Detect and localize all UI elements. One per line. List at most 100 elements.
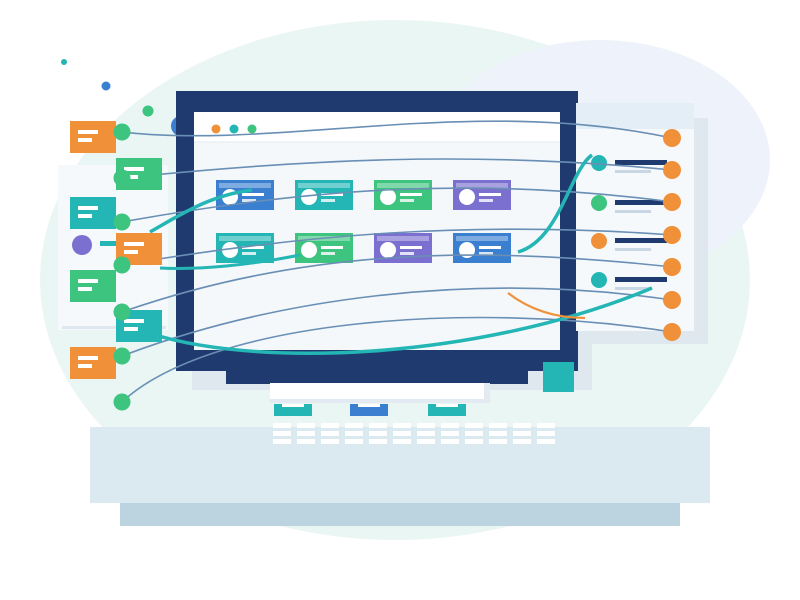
- keyboard: [273, 423, 555, 444]
- screen-card-avatar: [380, 242, 396, 258]
- right-row-bar: [615, 200, 667, 205]
- screen-card-line: [479, 252, 493, 255]
- screen-card-line: [321, 199, 335, 202]
- left-tag-line: [124, 319, 144, 323]
- keyboard-key: [513, 423, 531, 428]
- left-node: [113, 169, 131, 187]
- left-tag-line: [78, 279, 98, 283]
- right-node: [663, 129, 681, 147]
- right-node: [663, 193, 681, 211]
- screen-card-header: [219, 236, 271, 241]
- screen-card-line: [242, 252, 256, 255]
- left-tag-line: [78, 130, 98, 134]
- base-tray: [270, 383, 484, 399]
- keyboard-key: [465, 423, 483, 428]
- keyboard-key: [441, 423, 459, 428]
- keyboard-key: [417, 431, 435, 436]
- laptop-base: [270, 383, 490, 416]
- left-tag-line: [78, 214, 92, 218]
- connector-line: [121, 316, 673, 403]
- keyboard-key: [345, 423, 363, 428]
- screen-card-line: [400, 193, 422, 196]
- connector-line: [121, 120, 673, 139]
- left-node: [113, 256, 131, 274]
- screen-card-line: [400, 252, 414, 255]
- window-dot: [229, 124, 239, 134]
- left-tag-line: [124, 327, 138, 331]
- connector-line: [121, 187, 673, 223]
- screen-card-line: [321, 246, 343, 249]
- left-tag-line: [124, 242, 144, 246]
- left-tag: [70, 121, 116, 153]
- left-node: [113, 123, 131, 141]
- keyboard-key: [489, 431, 507, 436]
- base-tabs: [274, 404, 466, 416]
- right-row-dot: [591, 233, 607, 249]
- connector-line: [121, 228, 673, 266]
- left-tag: [70, 197, 116, 229]
- connector-highlight: [159, 253, 301, 270]
- connector-highlight: [139, 286, 653, 356]
- keyboard-key: [345, 439, 363, 444]
- screen-card-line: [400, 246, 422, 249]
- window-dot: [211, 124, 221, 134]
- left-tag-line: [78, 138, 92, 142]
- screen-card-avatar: [301, 189, 317, 205]
- left-tag-line: [124, 250, 138, 254]
- keyboard-key: [321, 423, 339, 428]
- keyboard-key: [537, 431, 555, 436]
- keyboard-key: [537, 439, 555, 444]
- keyboard-key: [417, 439, 435, 444]
- right-row-bar: [615, 238, 667, 243]
- keyboard-key: [513, 431, 531, 436]
- keyboard-key: [537, 423, 555, 428]
- keyboard-key: [465, 431, 483, 436]
- right-row-dot: [591, 272, 607, 288]
- desk-shadow: [120, 500, 680, 526]
- right-node: [663, 323, 681, 341]
- left-panel-avatar: [72, 235, 92, 255]
- screen-card-avatar: [380, 189, 396, 205]
- screen-card-header: [219, 183, 271, 188]
- base-tab-line: [282, 404, 304, 407]
- screen-cards: [216, 180, 511, 263]
- screen-card-line: [242, 199, 256, 202]
- base-tab-line: [358, 404, 380, 407]
- right-node: [663, 291, 681, 309]
- screen-card-line: [321, 252, 335, 255]
- connector-highlight: [517, 153, 594, 254]
- left-tag: [70, 347, 116, 379]
- connector-line: [121, 287, 673, 357]
- left-tag: [70, 270, 116, 302]
- floating-dot: [101, 81, 111, 91]
- screen-card-line: [242, 193, 264, 196]
- window-dot: [247, 124, 257, 134]
- screen-card-line: [242, 246, 264, 249]
- left-nodes: [70, 121, 162, 411]
- right-row-bar: [615, 160, 667, 165]
- keyboard-key: [513, 439, 531, 444]
- right-row-subbar: [615, 248, 651, 251]
- keyboard-key: [297, 431, 315, 436]
- left-node: [113, 393, 131, 411]
- keyboard-key: [441, 431, 459, 436]
- connector-highlight: [149, 188, 253, 234]
- floating-dot: [61, 59, 67, 65]
- screen-card-line: [321, 193, 343, 196]
- left-node: [113, 213, 131, 231]
- right-rows: [591, 155, 667, 290]
- keyboard-key: [273, 431, 291, 436]
- right-row-dot: [591, 155, 607, 171]
- keyboard-key: [273, 439, 291, 444]
- connector-line: [121, 254, 673, 313]
- screen-card-header: [377, 183, 429, 188]
- right-row-bar: [615, 277, 667, 282]
- right-panel-header: [576, 103, 694, 129]
- keyboard-key: [321, 439, 339, 444]
- keyboard-key: [393, 431, 411, 436]
- connectors: [121, 120, 673, 403]
- left-tag-line: [78, 287, 92, 291]
- left-node: [113, 347, 131, 365]
- left-node: [113, 303, 131, 321]
